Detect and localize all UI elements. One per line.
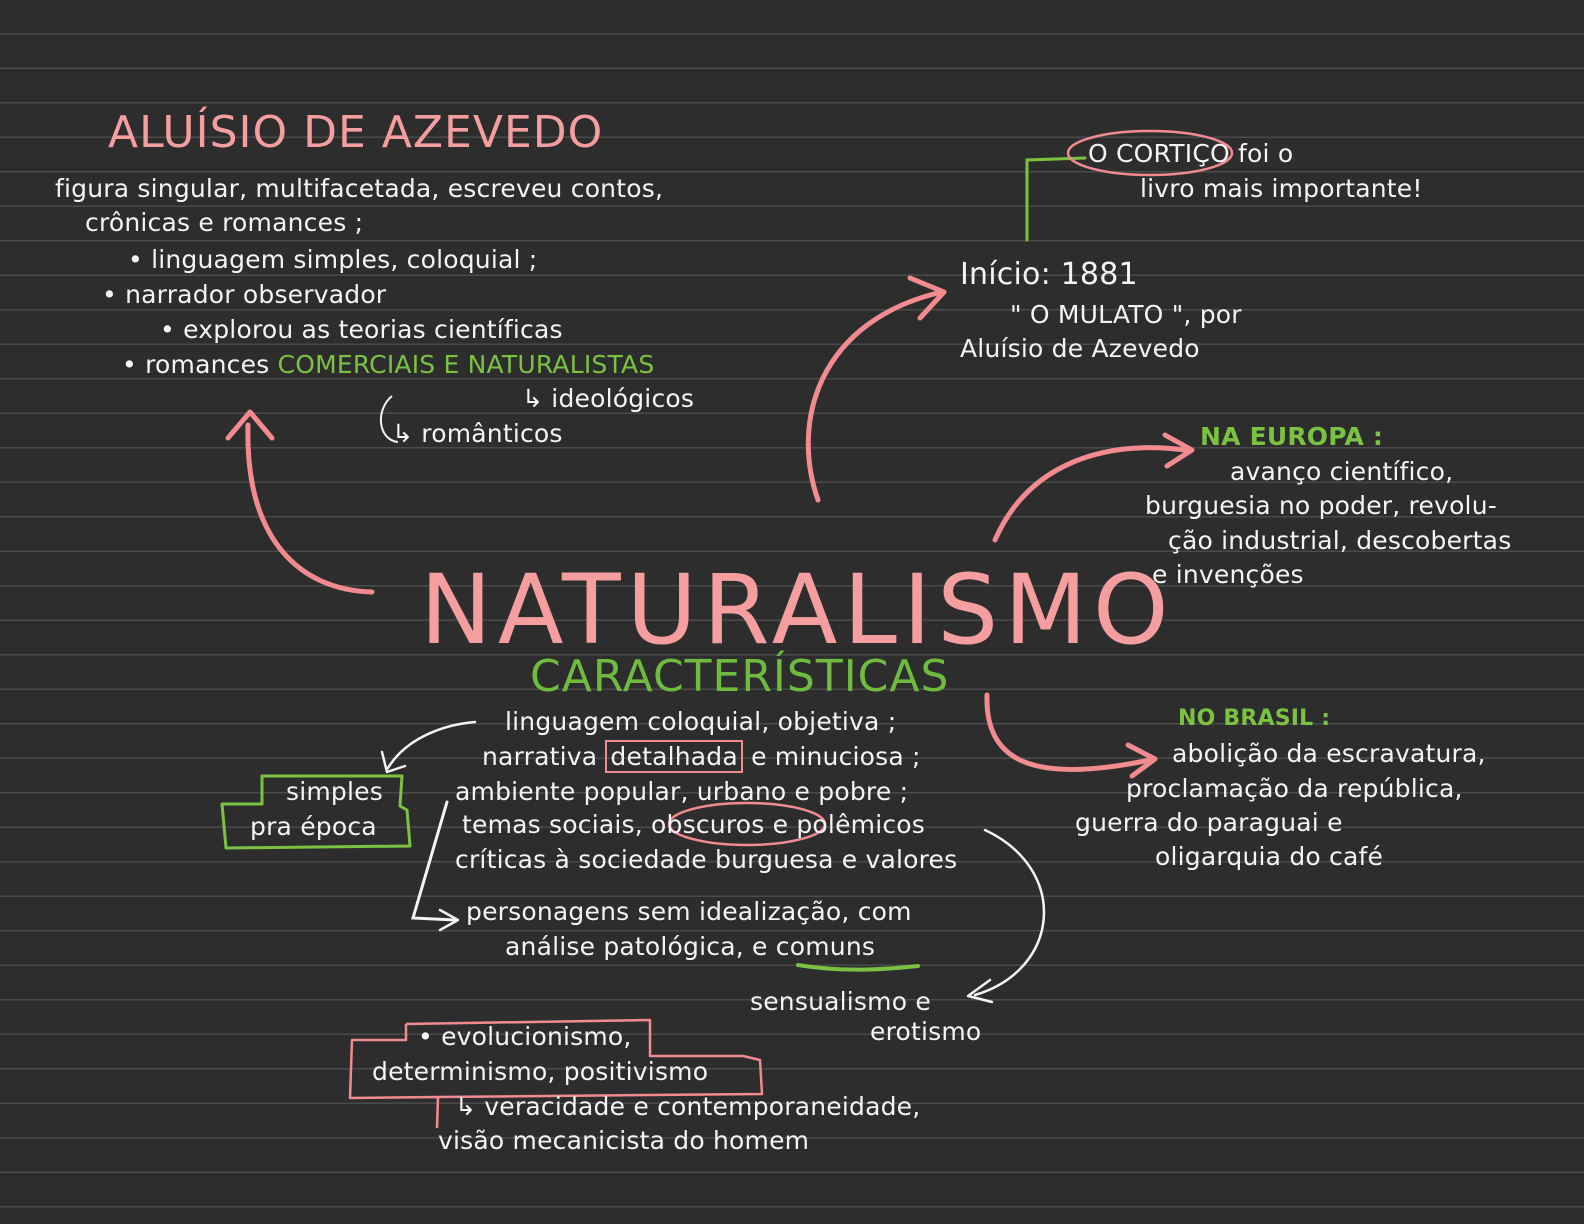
- europa-line-4: e invenções: [1152, 560, 1304, 589]
- brasil-line-2: proclamação da república,: [1126, 774, 1463, 803]
- brasil-line-4: oligarquia do café: [1155, 842, 1384, 871]
- arrow-to-simples: [386, 720, 477, 770]
- branch-ideologicos: ↳ ideológicos: [522, 384, 695, 413]
- aluisio-line-3: • linguagem simples, coloquial ;: [128, 245, 538, 274]
- arrow-to-inicio: [805, 289, 945, 503]
- arrow-to-sensualismo: [973, 828, 1046, 997]
- aluisio-line-1: figura singular, multifacetada, escreveu…: [55, 174, 664, 203]
- cortico-line-1: O CORTIÇO foi o: [1088, 137, 1293, 171]
- caract-line-2: narrativa detalhada e minuciosa ;: [482, 740, 921, 774]
- determinismo-text: determinismo, positivismo: [372, 1057, 709, 1086]
- caract-line-4-pre: temas sociais,: [462, 810, 643, 839]
- veracidade-line-2: visão mecanicista do homem: [438, 1126, 810, 1155]
- personagens-line-2-pre: análise patológica,: [505, 932, 744, 961]
- inicio-line-3: Aluísio de Azevedo: [960, 334, 1200, 363]
- arrow-to-simples-head: [380, 750, 407, 774]
- caract-line-1: linguagem coloquial, objetiva ;: [505, 707, 897, 736]
- caract-line-4: temas sociais, obscuros e polêmicos: [462, 808, 925, 842]
- europa-line-2: burguesia no poder, revolu-: [1145, 491, 1497, 520]
- cortico-rest: foi o: [1238, 139, 1294, 168]
- caract-line-2-post: e minuciosa ;: [751, 742, 921, 771]
- sensualismo-line-2: erotismo: [870, 1017, 982, 1046]
- arrow-to-personagens: [411, 800, 457, 922]
- main-title: NATURALISMO: [420, 554, 1175, 666]
- evolucionismo-text: • evolucionismo,: [418, 1022, 632, 1051]
- arrow-to-sensualismo-head: [966, 978, 994, 1004]
- personagens-line-2: análise patológica, e comuns: [505, 930, 875, 964]
- inicio-line-2: " O MULATO ", por: [1010, 300, 1242, 329]
- brasil-title: NO BRASIL :: [1178, 706, 1331, 731]
- cortico-bracket: [1025, 156, 1087, 242]
- europa-line-3: ção industrial, descobertas: [1168, 526, 1512, 555]
- arrow-to-personagens-head: [438, 908, 460, 932]
- branch-romanticos: ↳ românticos: [392, 419, 563, 448]
- europa-line-1: avanço científico,: [1230, 457, 1454, 486]
- caract-line-4-post: e polêmicos: [772, 810, 926, 839]
- caracteristicas-title: CARACTERÍSTICAS: [530, 651, 950, 702]
- inicio-line-1: Início: 1881: [960, 257, 1138, 292]
- cortico-line-2: livro mais importante!: [1140, 174, 1423, 203]
- aluisio-line-5: • explorou as teorias científicas: [160, 315, 563, 344]
- aluisio-line-2: crônicas e romances ;: [85, 208, 364, 237]
- arrow-to-aluisio: [245, 422, 375, 595]
- simples-line-1: simples: [286, 777, 383, 806]
- arrow-to-europa-head: [1162, 432, 1195, 469]
- arrow-to-aluisio-head: [225, 409, 275, 441]
- sensualismo-line-1: sensualismo e: [750, 987, 931, 1016]
- arrow-to-brasil: [984, 692, 1153, 773]
- personagens-line-1: personagens sem idealização, com: [466, 897, 912, 926]
- aluisio-title: ALUÍSIO DE AZEVEDO: [108, 107, 604, 158]
- veracidade-line-1: ↳ veracidade e contemporaneidade,: [455, 1092, 921, 1121]
- romances-highlight: COMERCIAIS E NATURALISTAS: [277, 350, 655, 379]
- aluisio-line-4: • narrador observador: [102, 280, 387, 309]
- brasil-line-3: guerra do paraguai e: [1075, 808, 1343, 837]
- cortico-highlight: O CORTIÇO: [1088, 139, 1230, 168]
- brasil-line-1: abolição da escravatura,: [1172, 739, 1486, 768]
- comuns-text: e comuns: [752, 932, 876, 961]
- caract-line-3: ambiente popular, urbano e pobre ;: [455, 777, 909, 806]
- simples-line-2: pra época: [250, 812, 377, 841]
- caract-line-5: críticas à sociedade burguesa e valores: [455, 845, 958, 874]
- aluisio-romances: • romances COMERCIAIS E NATURALISTAS: [122, 348, 654, 382]
- caract-line-2-pre: narrativa: [482, 742, 598, 771]
- caract-line-4-circle: obscuros: [651, 810, 765, 839]
- romances-prefix: • romances: [122, 350, 270, 379]
- arrow-to-inicio-head: [907, 275, 947, 321]
- detalhada-box: detalhada: [605, 740, 743, 773]
- europa-title: NA EUROPA :: [1200, 422, 1384, 451]
- comuns-underline: [796, 963, 920, 972]
